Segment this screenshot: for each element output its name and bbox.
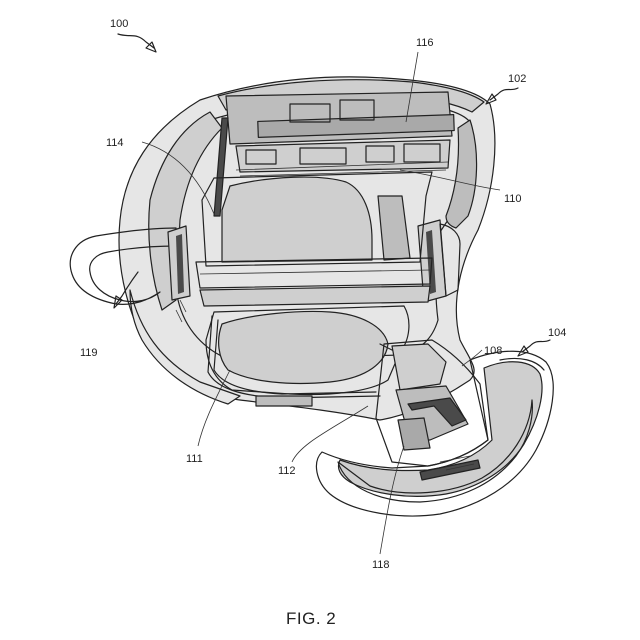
figure-caption: FIG. 2 xyxy=(286,609,336,628)
label-108: 108 xyxy=(484,345,502,357)
label-114: 114 xyxy=(106,137,124,149)
label-104: 104 xyxy=(548,327,566,339)
label-100: 100 xyxy=(110,18,128,30)
label-119: 119 xyxy=(80,347,98,359)
label-116: 116 xyxy=(416,37,434,49)
label-110: 110 xyxy=(504,193,522,205)
label-118: 118 xyxy=(372,559,390,571)
label-102: 102 xyxy=(508,73,526,85)
label-111: 111 xyxy=(186,453,203,465)
label-112: 112 xyxy=(278,465,296,477)
